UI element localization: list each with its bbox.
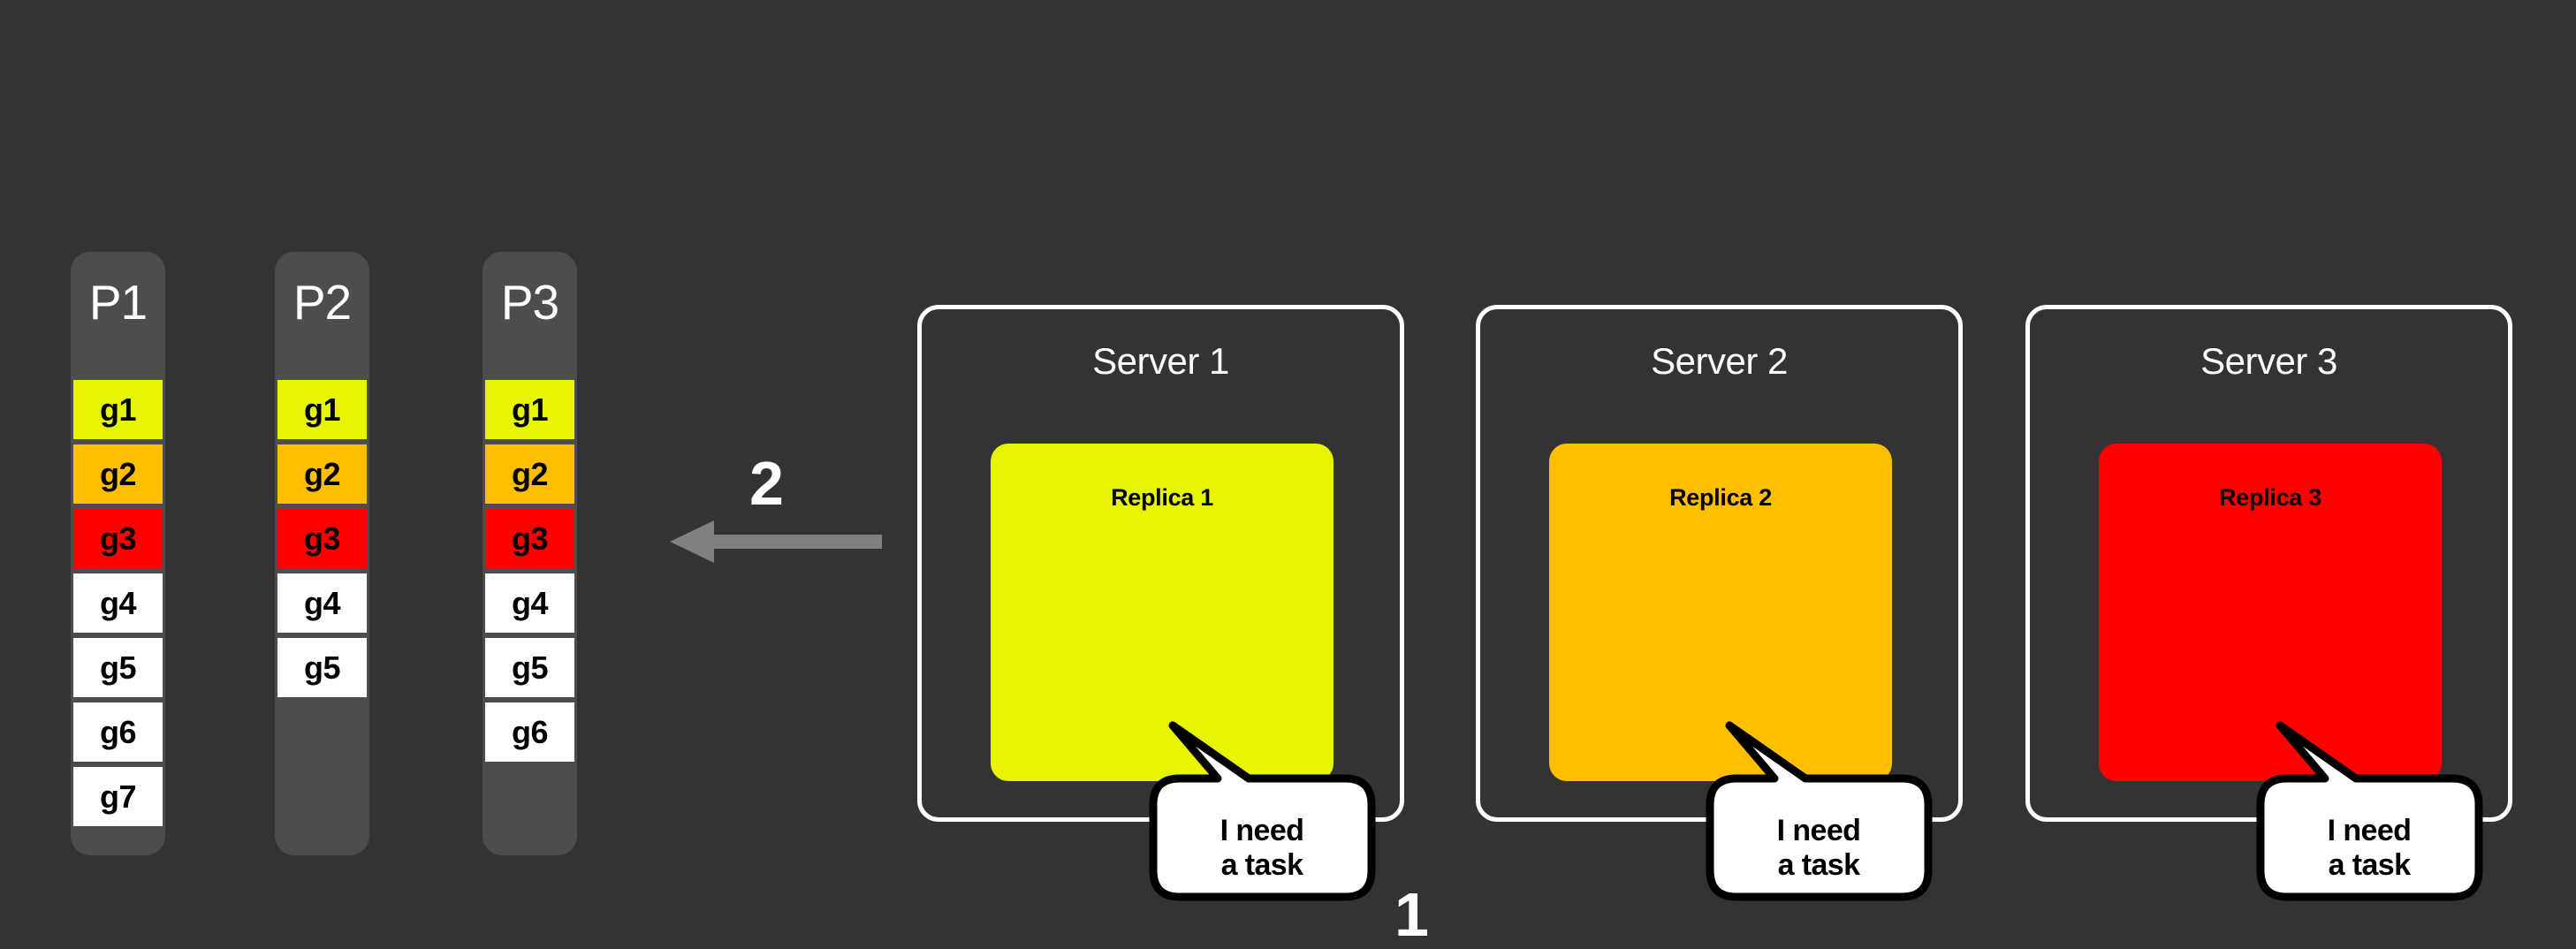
- partition-item[interactable]: g2: [485, 444, 574, 504]
- partition-item[interactable]: g2: [73, 444, 163, 504]
- speech-bubble: I need a task: [2252, 721, 2517, 932]
- replica-box[interactable]: Replica 3: [2099, 444, 2442, 781]
- partition-item[interactable]: g4: [277, 573, 367, 633]
- server-box[interactable]: Server 3 Replica 3: [2025, 305, 2512, 822]
- partition-item[interactable]: g5: [277, 638, 367, 697]
- replica-label: Replica 1: [1111, 484, 1213, 511]
- server-title: Server 2: [1651, 340, 1788, 382]
- speech-bubble-text: I need a task: [2327, 814, 2412, 883]
- partition-item[interactable]: g6: [485, 702, 574, 762]
- speech-bubble: I need a task: [1144, 721, 1410, 932]
- left-arrow-icon: [670, 517, 882, 571]
- partition-item[interactable]: g1: [485, 380, 574, 439]
- partition-item[interactable]: g4: [485, 573, 574, 633]
- partition-item[interactable]: g3: [73, 509, 163, 568]
- partition-item[interactable]: g5: [485, 638, 574, 697]
- replica-label: Replica 2: [1669, 484, 1772, 511]
- replica-box[interactable]: Replica 2: [1549, 444, 1892, 781]
- replica-box[interactable]: Replica 1: [991, 444, 1334, 781]
- speech-bubble-shape: [2256, 721, 2483, 901]
- server-title: Server 3: [2200, 340, 2337, 382]
- speech-bubble-text: I need a task: [1776, 814, 1861, 883]
- partition-item[interactable]: g3: [485, 509, 574, 568]
- server-box[interactable]: Server 1 Replica 1: [917, 305, 1404, 822]
- partition-item[interactable]: g2: [277, 444, 367, 504]
- step-1-label: 1: [1394, 880, 1429, 949]
- speech-bubble-shape: [1706, 721, 1933, 901]
- partition-title: P1: [88, 275, 148, 330]
- partition-item[interactable]: g7: [73, 767, 163, 826]
- partition-item[interactable]: g6: [73, 702, 163, 762]
- partition-item[interactable]: g1: [73, 380, 163, 439]
- speech-bubble: I need a task: [1701, 721, 1966, 932]
- partition-item[interactable]: g3: [277, 509, 367, 568]
- partition-title: P3: [500, 275, 559, 330]
- replica-label: Replica 3: [2219, 484, 2321, 511]
- server-box[interactable]: Server 2 Replica 2: [1476, 305, 1963, 822]
- server-title: Server 1: [1092, 340, 1229, 382]
- speech-bubble-shape: [1149, 721, 1376, 901]
- step-2-label: 2: [749, 449, 784, 518]
- partition-item[interactable]: g5: [73, 638, 163, 697]
- partition-item[interactable]: g4: [73, 573, 163, 633]
- speech-bubble-text: I need a task: [1220, 814, 1304, 883]
- partition-item[interactable]: g1: [277, 380, 367, 439]
- partition-title: P2: [293, 275, 352, 330]
